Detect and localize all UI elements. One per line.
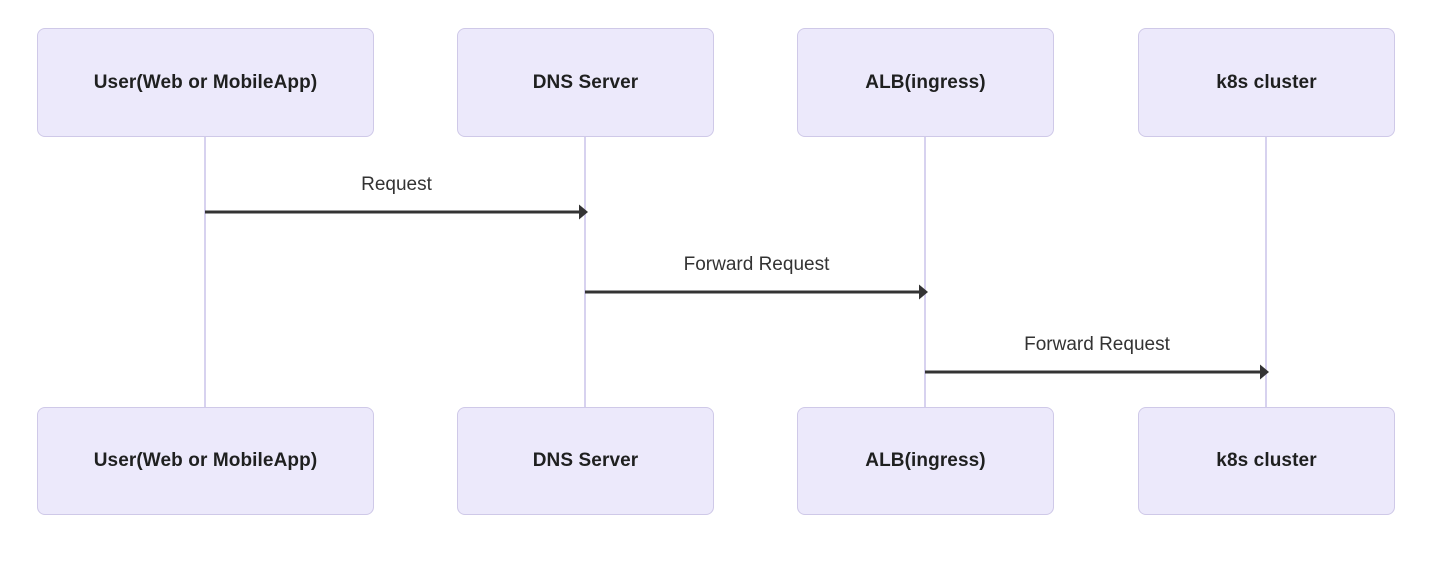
message-arrow-forward-request-1: [585, 284, 928, 300]
lifeline-k8s: [1265, 137, 1267, 407]
participant-bottom-alb[interactable]: ALB(ingress): [797, 407, 1054, 515]
message-label-forward-request-1: Forward Request: [683, 254, 830, 275]
lifeline-user: [204, 137, 206, 407]
participant-label: DNS Server: [532, 450, 639, 472]
message-arrow-request: [205, 204, 588, 220]
participant-bottom-user[interactable]: User(Web or MobileApp): [37, 407, 374, 515]
lifeline-dns: [584, 137, 586, 407]
message-arrow-forward-request-2: [925, 364, 1269, 380]
participant-top-user[interactable]: User(Web or MobileApp): [37, 28, 374, 137]
participant-bottom-dns[interactable]: DNS Server: [457, 407, 714, 515]
participant-label: DNS Server: [532, 71, 639, 93]
message-label-forward-request-2: Forward Request: [1024, 334, 1170, 355]
participant-label: k8s cluster: [1216, 450, 1317, 472]
participant-label: User(Web or MobileApp): [93, 71, 318, 93]
participant-label: ALB(ingress): [865, 450, 986, 472]
participant-top-k8s[interactable]: k8s cluster: [1138, 28, 1395, 137]
lifeline-alb: [924, 137, 926, 407]
participant-label: ALB(ingress): [865, 71, 986, 93]
participant-label: k8s cluster: [1216, 71, 1317, 93]
participant-label: User(Web or MobileApp): [93, 450, 318, 472]
participant-top-alb[interactable]: ALB(ingress): [797, 28, 1054, 137]
message-label-request: Request: [361, 174, 432, 195]
participant-top-dns[interactable]: DNS Server: [457, 28, 714, 137]
participant-bottom-k8s[interactable]: k8s cluster: [1138, 407, 1395, 515]
